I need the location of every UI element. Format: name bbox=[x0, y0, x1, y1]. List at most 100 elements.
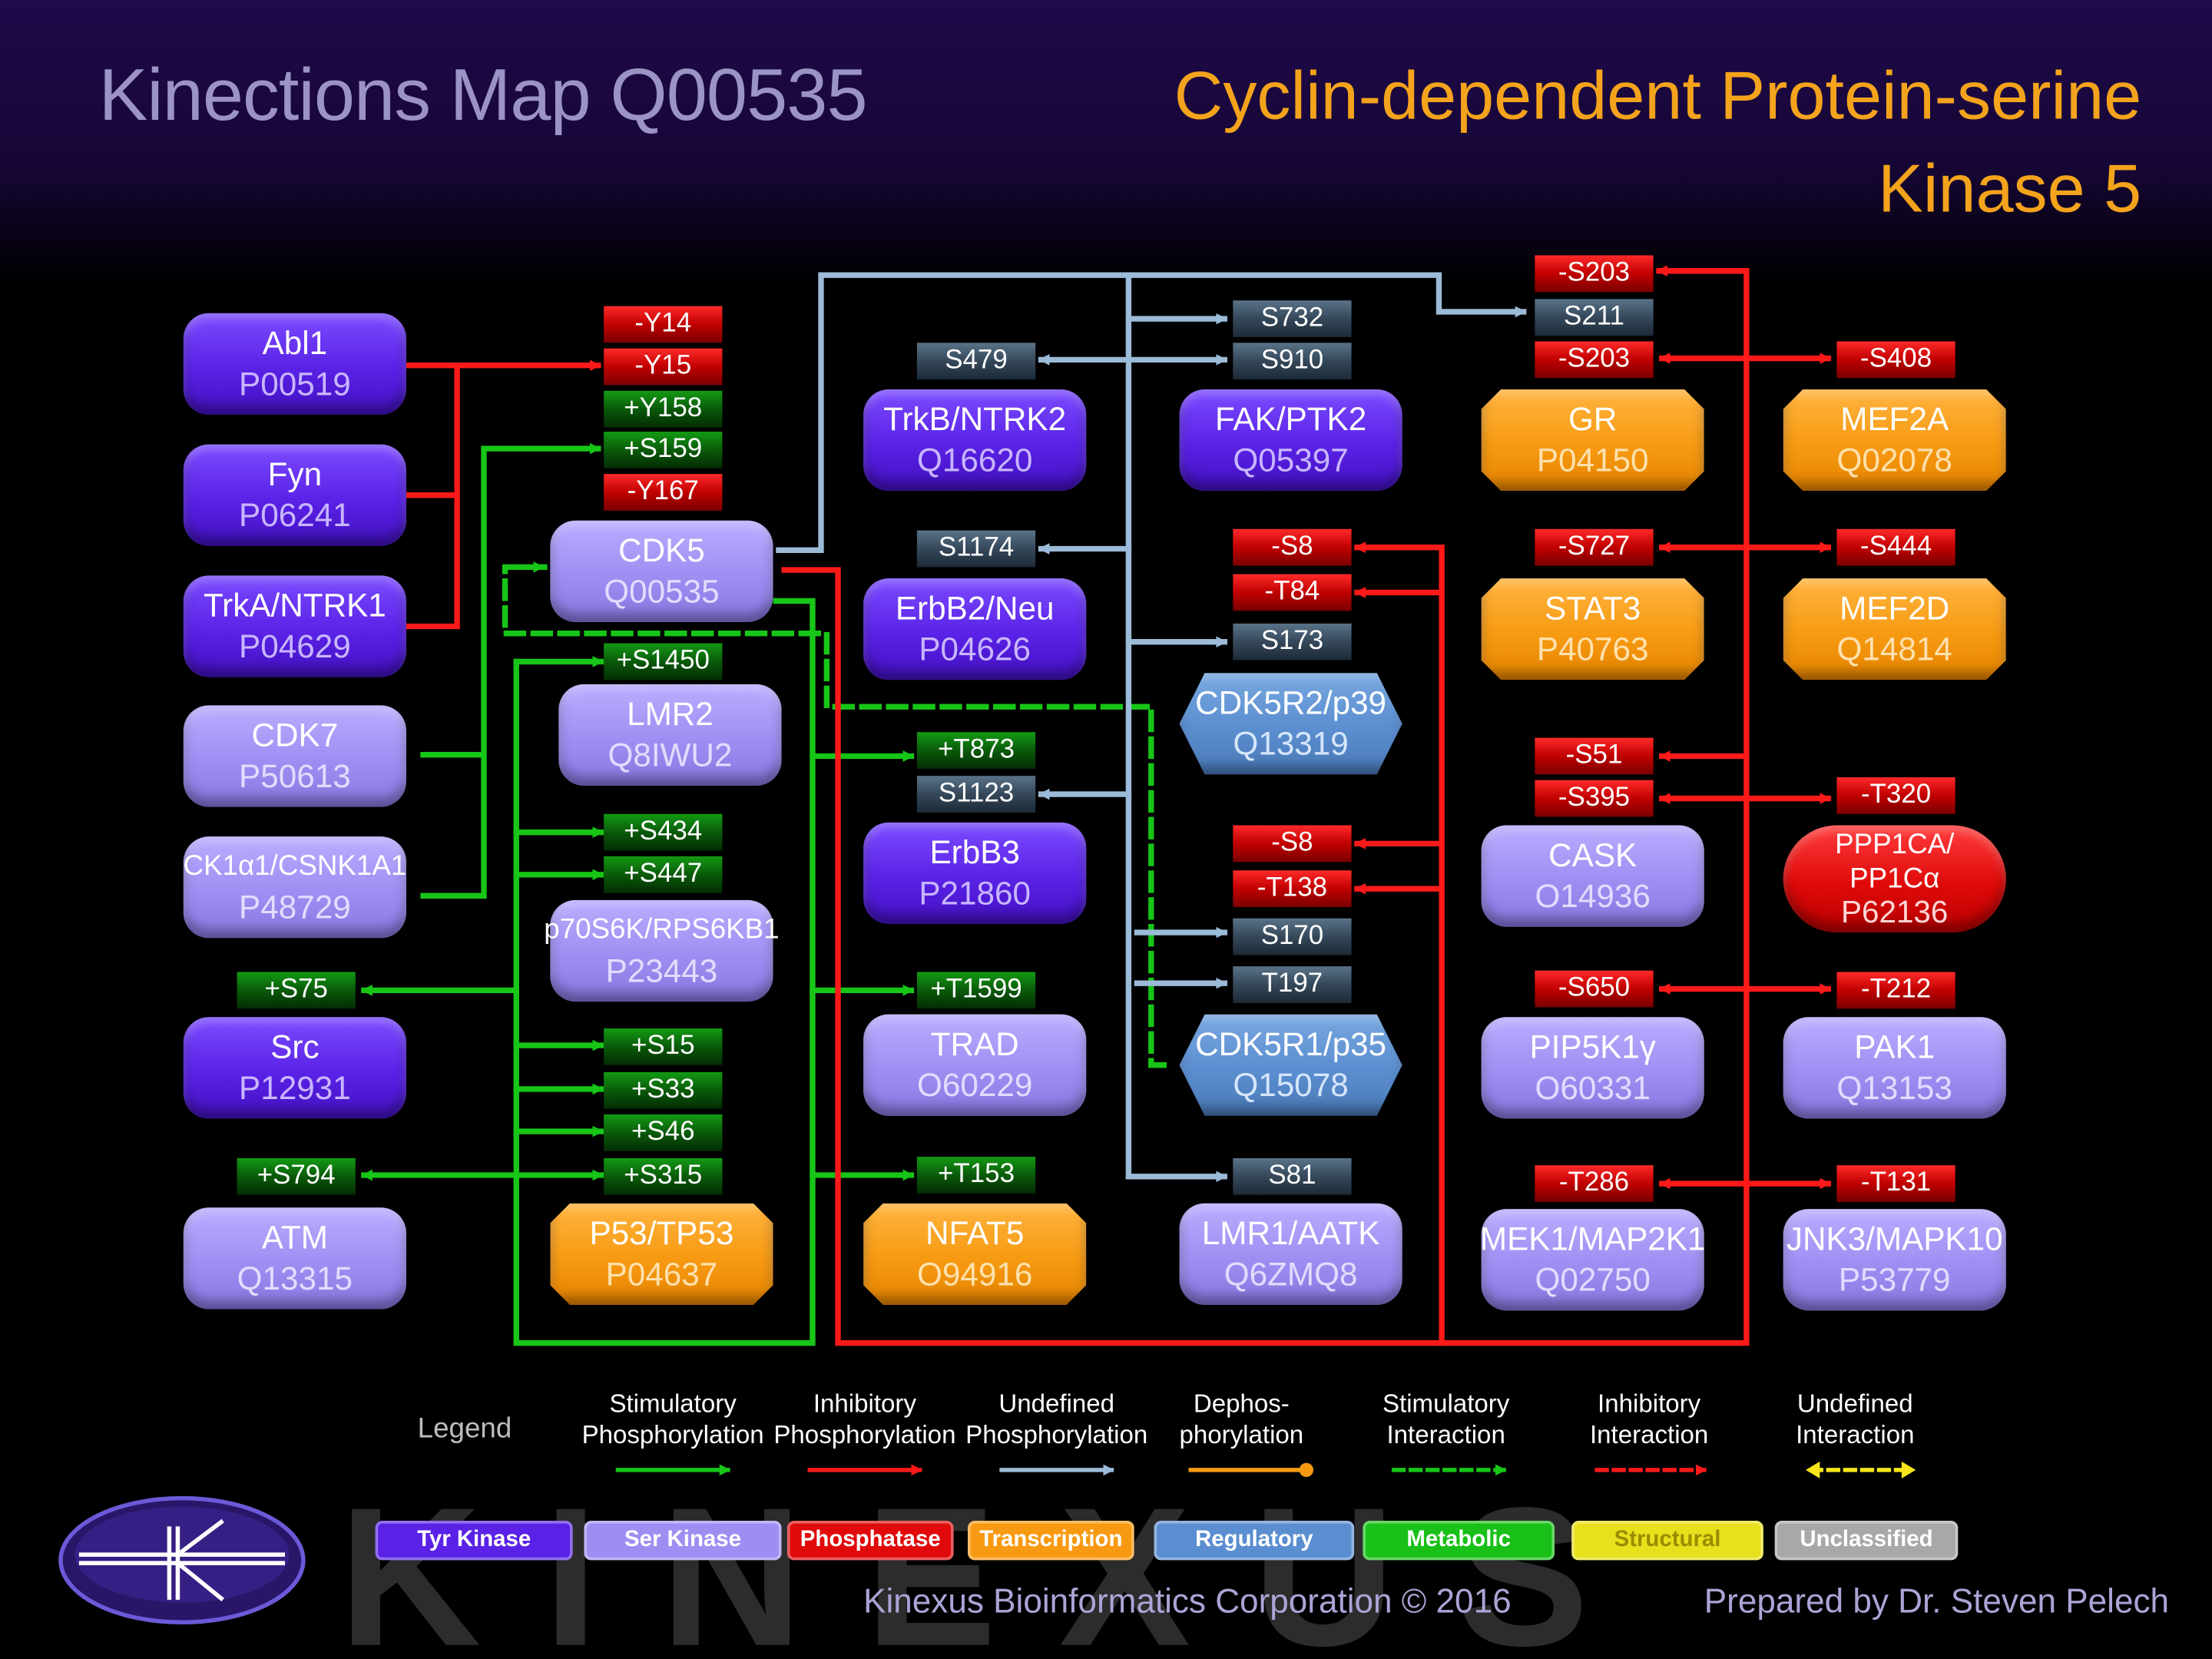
node-name: LMR2 bbox=[627, 695, 714, 733]
node-name: JNK3/MAPK10 bbox=[1786, 1220, 2003, 1257]
legend-category-chip: Tyr Kinase bbox=[375, 1521, 573, 1561]
phosphosite: +T873 bbox=[916, 732, 1036, 770]
phosphosite: +S434 bbox=[604, 813, 723, 851]
node-accession: P06241 bbox=[239, 496, 351, 534]
phosphosite: +S447 bbox=[604, 856, 723, 893]
legend-category-chip: Unclassified bbox=[1774, 1521, 1959, 1561]
node-name: Abl1 bbox=[262, 324, 328, 362]
legend-category-chip: Regulatory bbox=[1154, 1521, 1355, 1561]
node-accession: Q15078 bbox=[1233, 1066, 1349, 1104]
phosphosite: S81 bbox=[1233, 1157, 1352, 1195]
node-name: TRAD bbox=[930, 1025, 1019, 1063]
kinexus-watermark: KINEXUS bbox=[338, 1465, 1651, 1659]
node-name: CDK5 bbox=[618, 531, 705, 569]
node-accession: P04150 bbox=[1536, 441, 1649, 478]
legend-line-label: Undefined Phosphorylation bbox=[965, 1389, 1148, 1449]
phosphosite: -S727 bbox=[1535, 528, 1654, 566]
node-name: CDK7 bbox=[251, 717, 339, 753]
node-accession: Q8IWU2 bbox=[608, 736, 733, 773]
node-accession: P50613 bbox=[239, 757, 351, 795]
phosphosite: -S408 bbox=[1836, 341, 1955, 379]
node-accession: Q6ZMQ8 bbox=[1224, 1255, 1358, 1293]
node-accession: P23443 bbox=[605, 952, 718, 989]
phosphosite: +S1450 bbox=[604, 643, 723, 680]
node-accession: O94916 bbox=[916, 1255, 1033, 1293]
node-accession: Q13315 bbox=[237, 1260, 353, 1296]
node-name: STAT3 bbox=[1545, 589, 1641, 627]
phosphosite: -T212 bbox=[1836, 972, 1955, 1009]
node-name: LMR1/AATK bbox=[1201, 1214, 1380, 1252]
node-name: Src bbox=[270, 1028, 320, 1065]
node-accession: P21860 bbox=[919, 874, 1031, 912]
author-credit: Prepared by Dr. Steven Pelech bbox=[1704, 1582, 2170, 1621]
node-accession: Q16620 bbox=[916, 441, 1033, 478]
legend-category-chip: Ser Kinase bbox=[584, 1521, 782, 1561]
node-accession: O14936 bbox=[1535, 877, 1651, 915]
legend-line-label: Stimulatory Phosphorylation bbox=[581, 1389, 764, 1449]
kinexus-logo bbox=[58, 1495, 306, 1624]
node-accession: O60331 bbox=[1535, 1069, 1651, 1106]
node-name: P53/TP53 bbox=[589, 1214, 734, 1252]
node-accession: Q13319 bbox=[1233, 725, 1349, 762]
node-accession: P04626 bbox=[919, 631, 1031, 667]
node-name: PPP1CA/ PP1Cα bbox=[1835, 830, 1955, 895]
copyright: Kinexus Bioinformatics Corporation © 201… bbox=[863, 1582, 1512, 1621]
node-name: FAK/PTK2 bbox=[1215, 400, 1367, 438]
node-accession: Q02078 bbox=[1836, 441, 1952, 478]
node-name: ErbB3 bbox=[929, 833, 1020, 871]
phosphosite: +S315 bbox=[604, 1157, 723, 1195]
phosphosite: +S159 bbox=[604, 432, 723, 469]
phosphosite: +S33 bbox=[604, 1071, 723, 1109]
phosphosite: -T286 bbox=[1535, 1165, 1654, 1202]
node-name: TrkB/NTRK2 bbox=[883, 400, 1067, 438]
phosphosite: S173 bbox=[1233, 623, 1352, 661]
phosphosite: +Y158 bbox=[604, 390, 723, 428]
phosphosite: S211 bbox=[1535, 299, 1654, 336]
node-name: CDK5R1/p35 bbox=[1195, 1025, 1387, 1063]
node-accession: P48729 bbox=[239, 889, 351, 926]
node-accession: P53779 bbox=[1838, 1261, 1951, 1298]
phosphosite: -Y14 bbox=[604, 306, 723, 343]
node-name: ATM bbox=[261, 1218, 328, 1256]
node-name: PAK1 bbox=[1854, 1028, 1936, 1065]
node-name: MEK1/MAP2K1 bbox=[1479, 1220, 1706, 1257]
legend-category-chip: Transcription bbox=[968, 1521, 1134, 1561]
node-accession: Q00535 bbox=[604, 572, 720, 610]
phosphosite: -S444 bbox=[1836, 528, 1955, 566]
phosphosite: -S203 bbox=[1535, 255, 1654, 293]
phosphosite: +S15 bbox=[604, 1028, 723, 1065]
node-name: NFAT5 bbox=[926, 1214, 1025, 1252]
node-atm[interactable]: ATM Q13315 bbox=[183, 1207, 406, 1310]
node-name: TrkA/NTRK1 bbox=[203, 587, 386, 624]
